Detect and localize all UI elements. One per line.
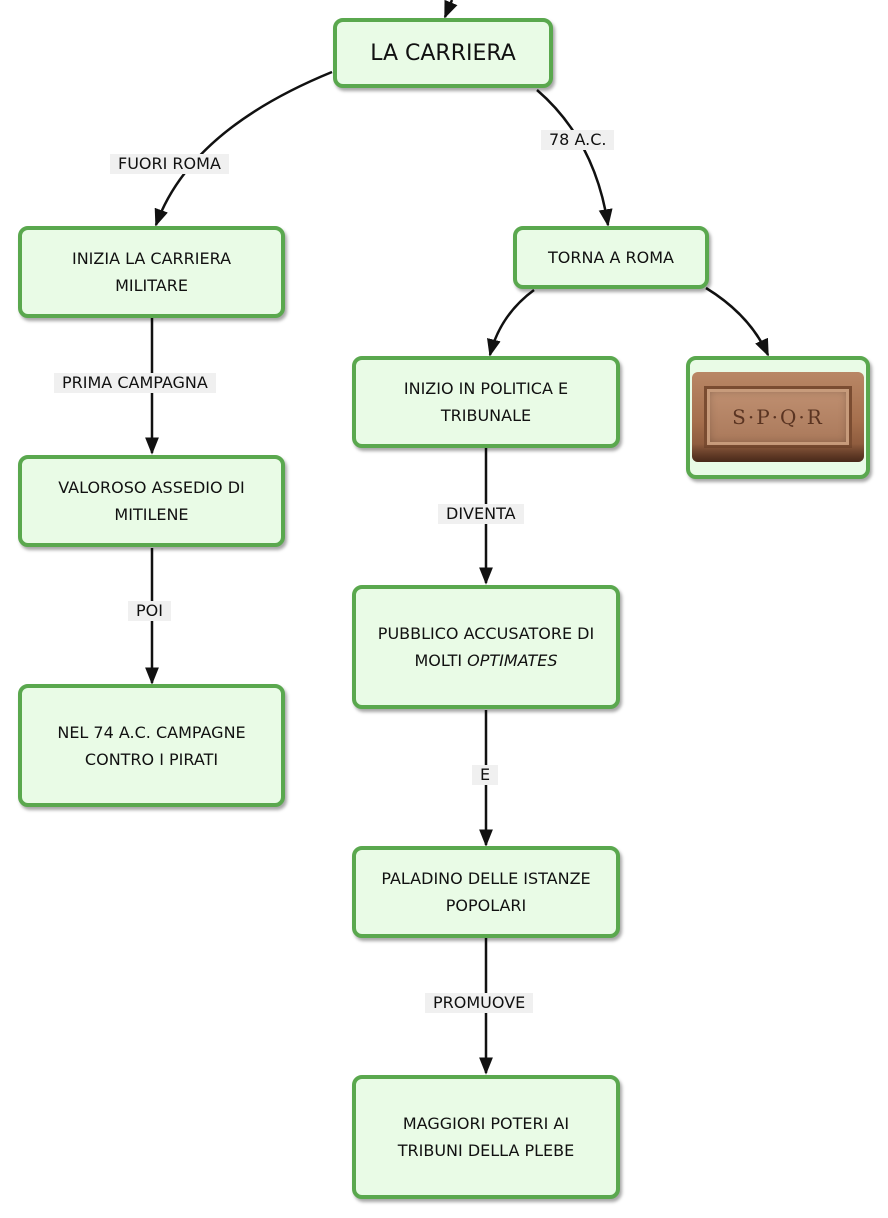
node-pubblico-accusatore[interactable]: PUBBLICO ACCUSATORE DI MOLTI OPTIMATES: [352, 585, 620, 709]
node-label: PALADINO DELLE ISTANZE POPOLARI: [381, 869, 591, 915]
node-label-italic: OPTIMATES: [467, 651, 558, 670]
node-label: LA CARRIERA: [370, 40, 516, 66]
node-torna-a-roma[interactable]: TORNA A ROMA: [513, 226, 709, 289]
node-label: MAGGIORI POTERI AI TRIBUNI DELLA PLEBE: [397, 1114, 575, 1160]
node-label: INIZIA LA CARRIERA MILITARE: [71, 249, 232, 295]
edge-roma-politica: [487, 288, 535, 357]
edge-label-promuove: PROMUOVE: [425, 993, 534, 1013]
node-label-line1: PUBBLICO ACCUSATORE DI: [377, 624, 595, 643]
node-paladino[interactable]: PALADINO DELLE ISTANZE POPOLARI: [352, 846, 620, 938]
edge-label-e: E: [472, 765, 499, 785]
node-maggiori-poteri[interactable]: MAGGIORI POTERI AI TRIBUNI DELLA PLEBE: [352, 1075, 620, 1199]
edge-label-prima-campagna: PRIMA CAMPAGNA: [54, 373, 216, 393]
node-inizio-politica[interactable]: INIZIO IN POLITICA E TRIBUNALE: [352, 356, 620, 448]
edge-label-fuori-roma: FUORI ROMA: [110, 154, 229, 174]
edge-root-roma: [536, 89, 613, 227]
spqr-inscription-image: S·P·Q·R: [692, 372, 864, 462]
node-label: INIZIO IN POLITICA E TRIBUNALE: [403, 379, 569, 425]
node-campagne-pirati[interactable]: NEL 74 A.C. CAMPAGNE CONTRO I PIRATI: [18, 684, 285, 807]
node-la-carriera[interactable]: LA CARRIERA: [333, 18, 553, 88]
inscription-frame: S·P·Q·R: [704, 386, 852, 448]
edge-incoming: [443, 0, 458, 19]
image-shadow: [692, 444, 864, 462]
edge-label-poi: POI: [128, 601, 171, 621]
node-valoroso-assedio[interactable]: VALOROSO ASSEDIO DI MITILENE: [18, 455, 285, 547]
node-label: NEL 74 A.C. CAMPAGNE CONTRO I PIRATI: [57, 722, 246, 769]
edge-roma-image: [705, 286, 770, 357]
node-label: TORNA A ROMA: [548, 248, 674, 267]
node-inizia-carriera-militare[interactable]: INIZIA LA CARRIERA MILITARE: [18, 226, 285, 318]
edge-label-78-ac: 78 A.C.: [541, 130, 615, 150]
node-label: PUBBLICO ACCUSATORE DI MOLTI OPTIMATES: [378, 620, 594, 674]
edge-label-diventa: DIVENTA: [438, 504, 524, 524]
node-label-line2: MOLTI: [414, 651, 468, 670]
node-label: VALOROSO ASSEDIO DI MITILENE: [58, 478, 245, 524]
edge-root-militare: [154, 70, 333, 227]
inscription-text: S·P·Q·R: [732, 405, 824, 429]
